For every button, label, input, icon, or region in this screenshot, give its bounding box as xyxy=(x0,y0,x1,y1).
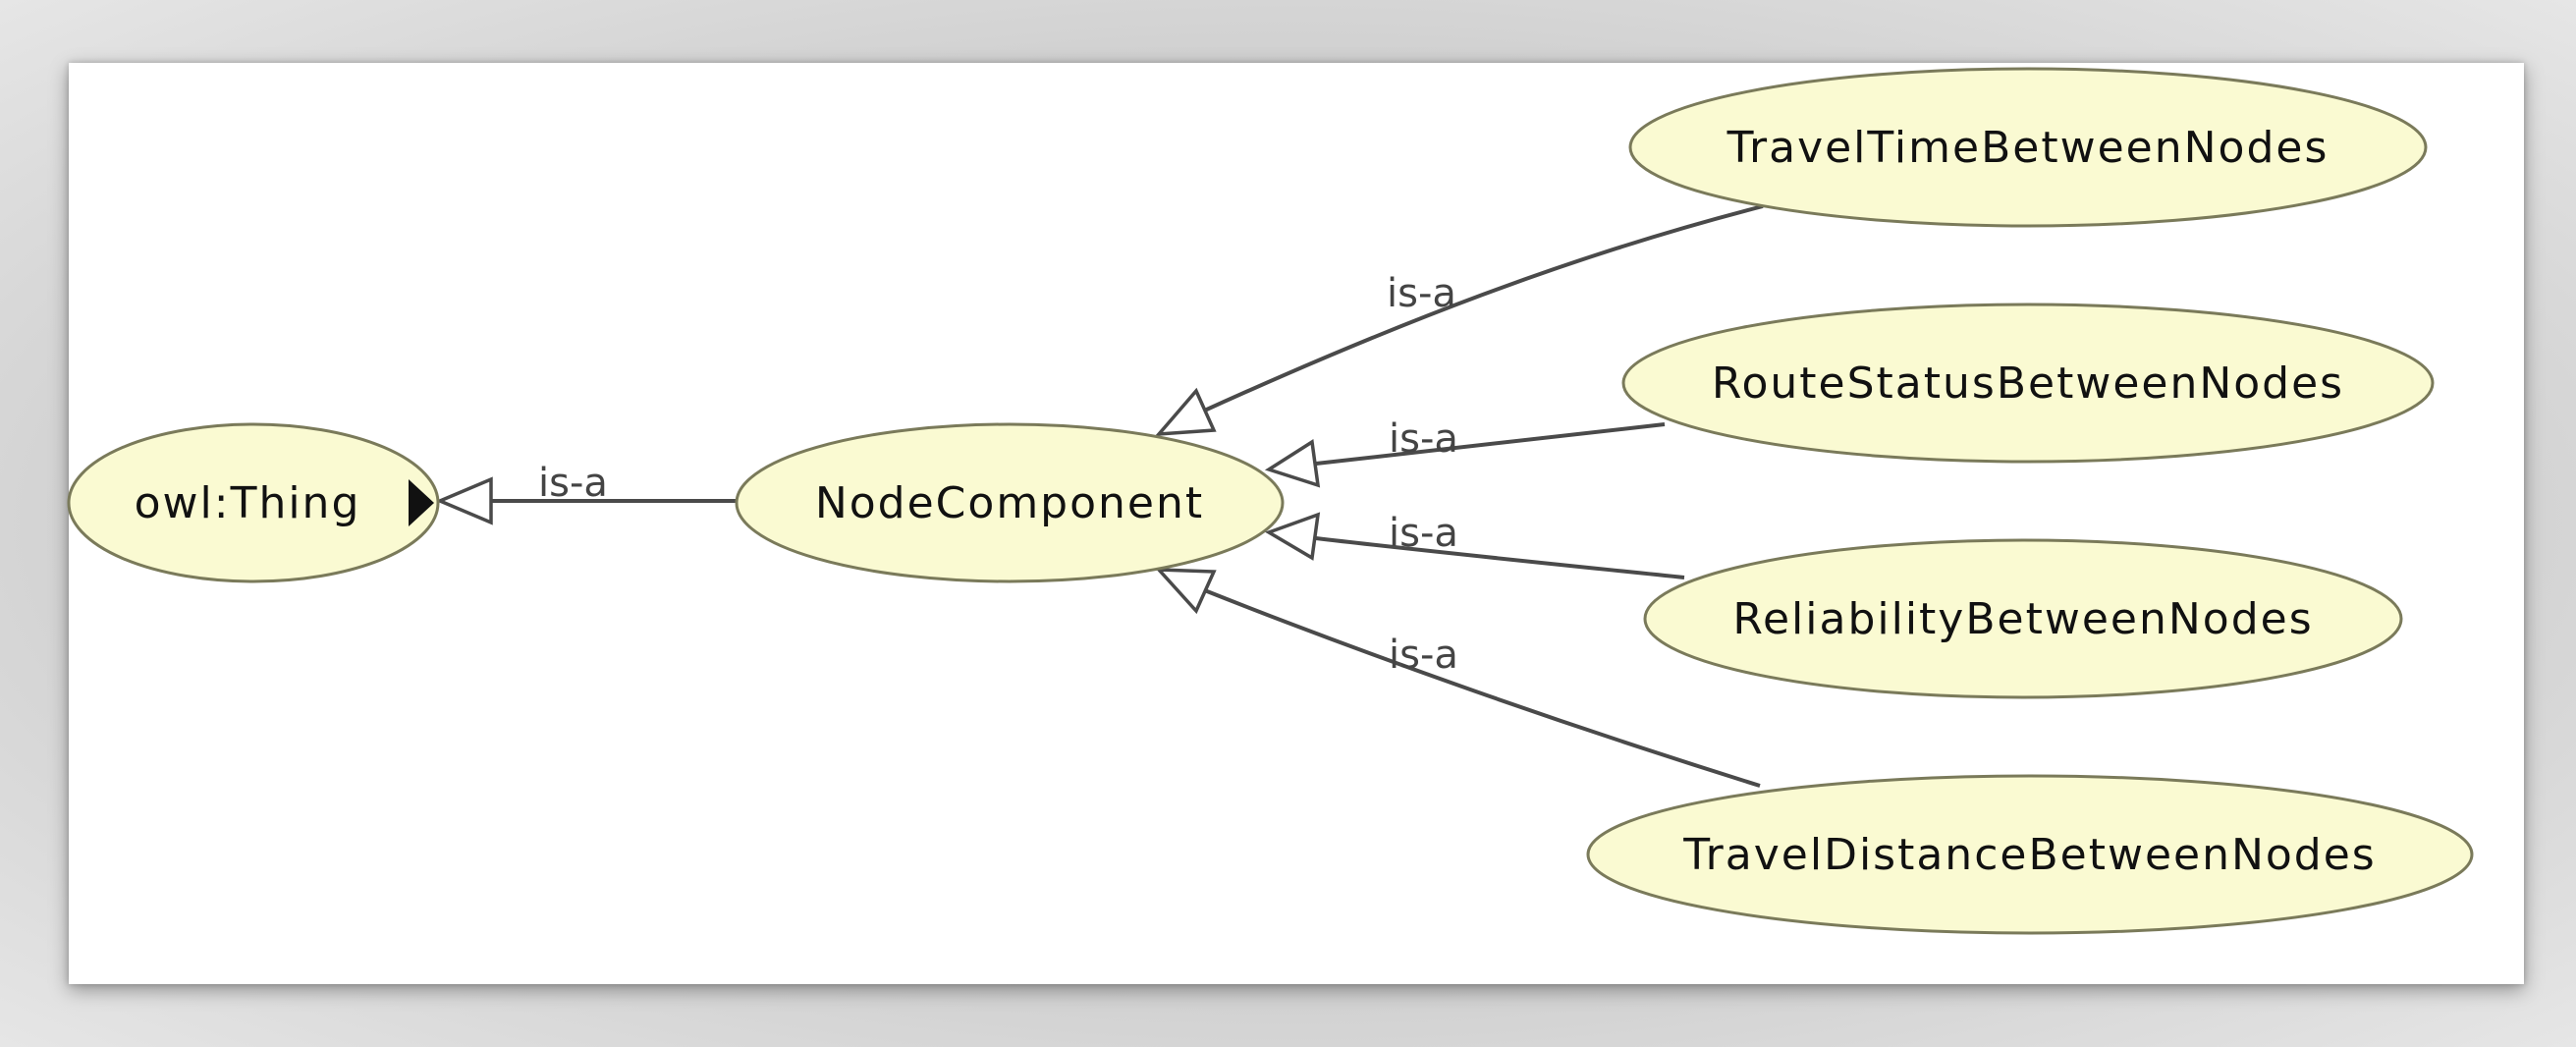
hollow-arrowhead-icon xyxy=(1264,512,1321,561)
edge-time-to-component: is-a xyxy=(1154,204,1764,437)
node-label-reliability: ReliabilityBetweenNodes xyxy=(1732,594,2313,644)
expand-arrow-icon[interactable] xyxy=(409,479,434,526)
edge-label-reliability-to-component: is-a xyxy=(1389,511,1458,556)
node-node-component[interactable]: NodeComponent xyxy=(735,422,1285,583)
node-label-travel-time: TravelTimeBetweenNodes xyxy=(1726,123,2329,173)
node-reliability[interactable]: ReliabilityBetweenNodes xyxy=(1643,538,2403,699)
edge-component-to-thing: is-a xyxy=(435,461,737,525)
node-route-status[interactable]: RouteStatusBetweenNodes xyxy=(1621,303,2435,464)
hollow-arrowhead-icon xyxy=(1154,568,1217,615)
edge-label-component-to-thing: is-a xyxy=(538,461,608,506)
hollow-arrowhead-icon xyxy=(435,476,493,525)
hollow-arrowhead-icon xyxy=(1264,439,1321,488)
node-label-route-status: RouteStatusBetweenNodes xyxy=(1712,358,2344,409)
hollow-arrowhead-icon xyxy=(1154,387,1217,437)
node-travel-time[interactable]: TravelTimeBetweenNodes xyxy=(1628,67,2428,228)
node-label-travel-distance: TravelDistanceBetweenNodes xyxy=(1682,830,2376,880)
node-label-node-component: NodeComponent xyxy=(815,478,1204,528)
node-travel-distance[interactable]: TravelDistanceBetweenNodes xyxy=(1586,774,2474,935)
node-label-owl-thing: owl:Thing xyxy=(135,478,361,528)
edge-label-status-to-component: is-a xyxy=(1389,416,1458,462)
edge-reliability-to-component: is-a xyxy=(1264,511,1685,579)
edge-status-to-component: is-a xyxy=(1264,416,1666,488)
edge-label-distance-to-component: is-a xyxy=(1389,633,1458,678)
edge-label-time-to-component: is-a xyxy=(1387,271,1456,316)
node-owl-thing[interactable]: owl:Thing xyxy=(67,422,440,583)
edge-distance-to-component: is-a xyxy=(1154,568,1761,788)
